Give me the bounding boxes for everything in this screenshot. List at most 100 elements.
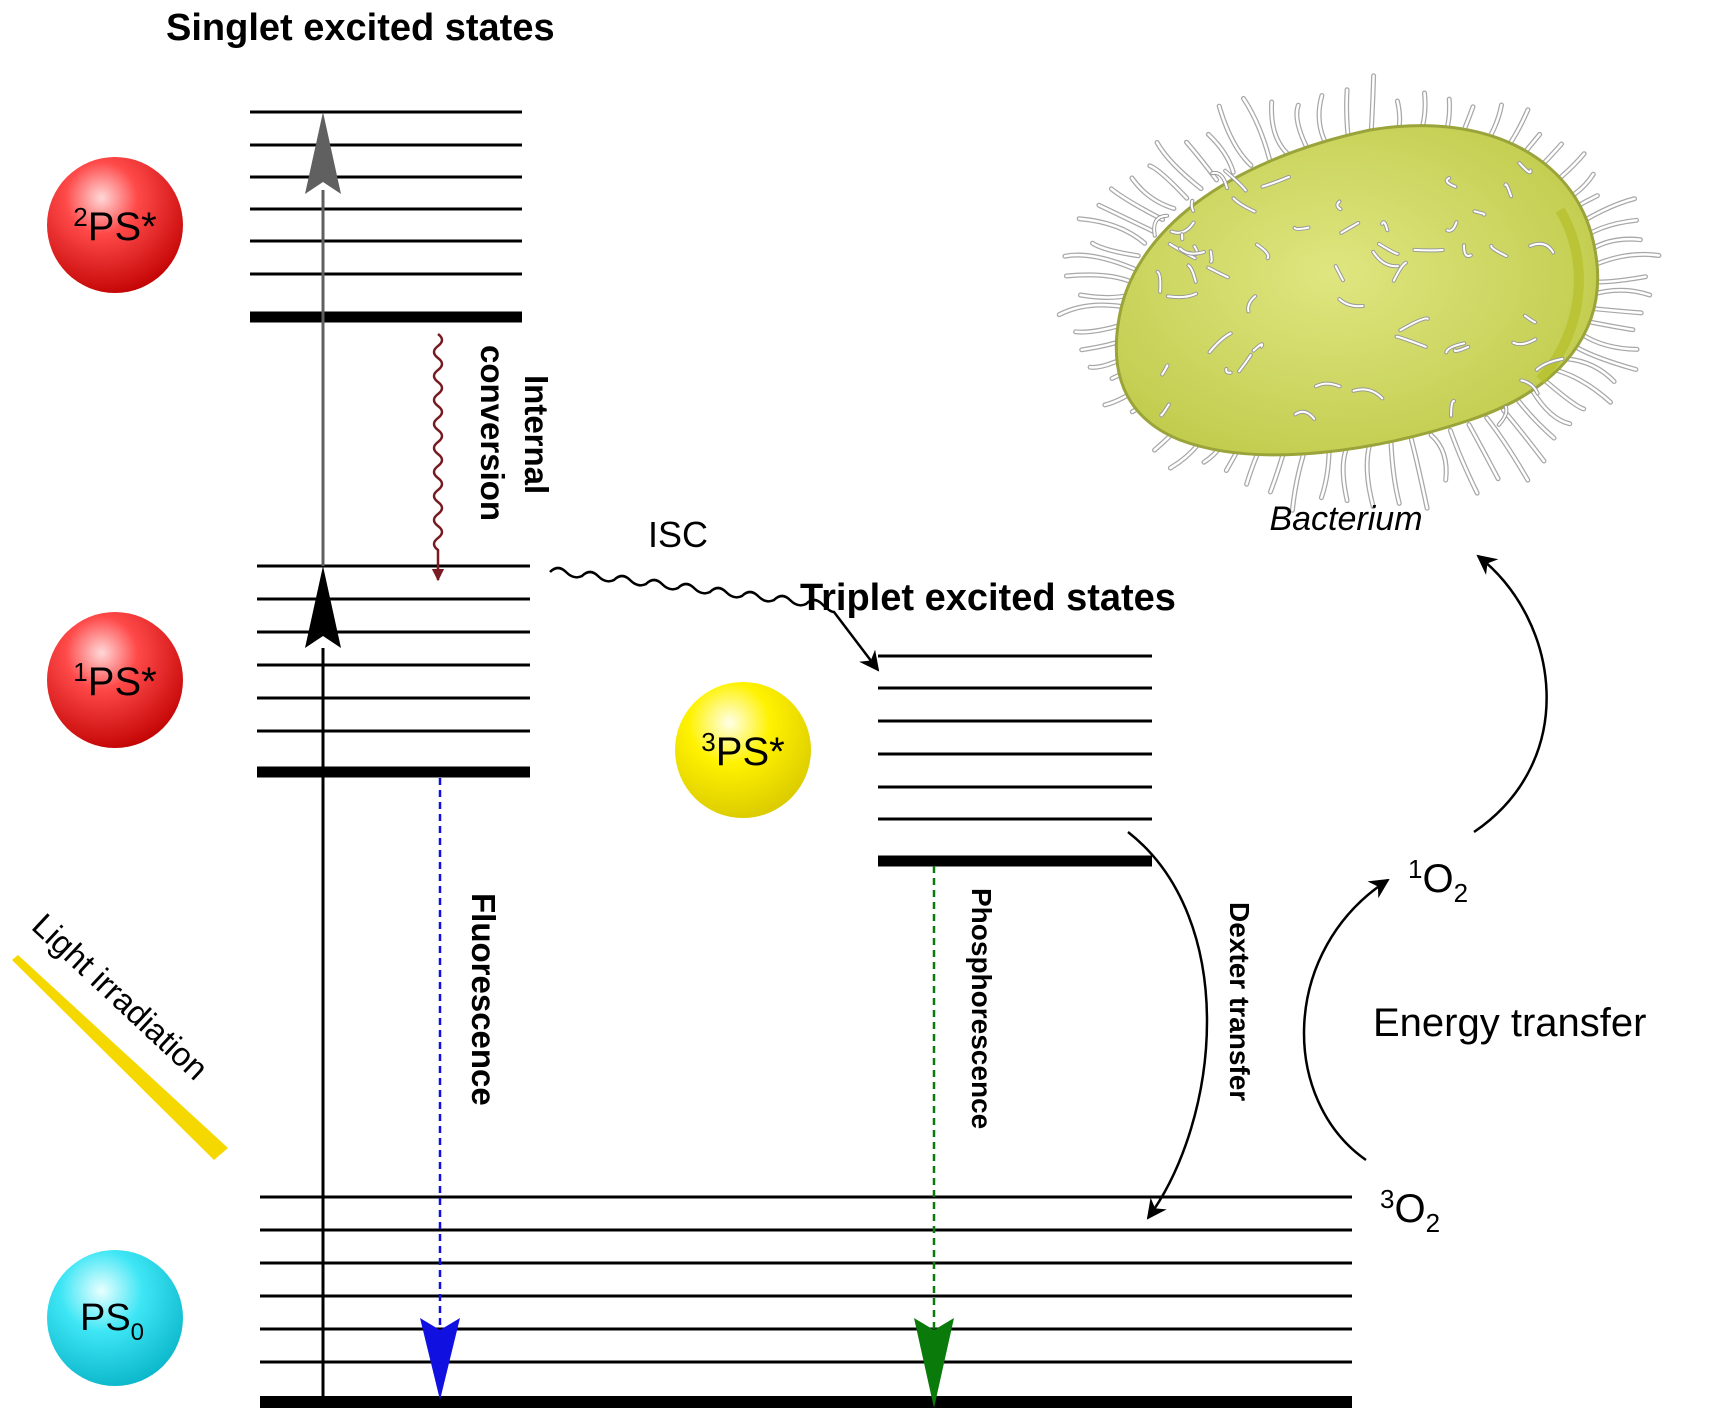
s1-sphere: 1PS* bbox=[47, 612, 183, 748]
energy-transfer-label: Energy transfer bbox=[1373, 1001, 1646, 1045]
surface-hair bbox=[1524, 314, 1536, 324]
surface-hair bbox=[1207, 266, 1229, 279]
flagellum bbox=[1077, 217, 1146, 245]
surface-hair bbox=[1518, 162, 1532, 174]
t1-levels bbox=[878, 654, 1152, 867]
surface-hair bbox=[1294, 410, 1316, 420]
excitation-arrow bbox=[305, 112, 341, 1402]
surface-hair bbox=[1372, 250, 1399, 268]
surface-hair bbox=[1399, 317, 1429, 332]
surface-hair bbox=[1512, 338, 1537, 346]
flagellum bbox=[1065, 273, 1133, 284]
surface-hair bbox=[1225, 368, 1232, 374]
surface-hair bbox=[1445, 342, 1466, 354]
surface-hair bbox=[1261, 175, 1290, 188]
flagellum bbox=[1270, 100, 1291, 157]
surface-hair bbox=[1504, 183, 1513, 198]
surface-hair bbox=[1247, 295, 1257, 313]
energy-transfer-arrow bbox=[1302, 878, 1390, 1162]
surface-hair bbox=[1463, 244, 1472, 257]
surface-hair bbox=[1497, 406, 1508, 426]
flagellum bbox=[1574, 345, 1638, 371]
flagellum bbox=[1063, 253, 1135, 270]
surface-hair bbox=[1161, 364, 1169, 376]
surface-hair bbox=[1209, 250, 1213, 263]
triplet-oxygen-label: 3O2 bbox=[1380, 1184, 1440, 1238]
surface-hair bbox=[1224, 169, 1247, 192]
surface-hair bbox=[1340, 222, 1360, 234]
surface-hair bbox=[1378, 242, 1399, 255]
s2-sphere: 2PS* bbox=[47, 157, 183, 293]
flagellum bbox=[1556, 369, 1612, 404]
surface-hair bbox=[1238, 354, 1252, 373]
bacterium-label: Bacterium bbox=[1269, 500, 1422, 538]
flagellum bbox=[1467, 423, 1500, 480]
singlet-title: Singlet excited states bbox=[166, 7, 555, 49]
flagellum bbox=[1409, 437, 1429, 510]
surface-hair bbox=[1336, 200, 1342, 211]
flagellum bbox=[1517, 400, 1556, 440]
s1-label: 1PS* bbox=[73, 657, 156, 704]
internal-conversion-label: Internal conversion bbox=[474, 345, 555, 521]
surface-hair bbox=[1232, 197, 1256, 213]
flagellum bbox=[1531, 390, 1572, 426]
s0-sphere: PS0 bbox=[47, 1250, 183, 1386]
surface-hair bbox=[1520, 379, 1539, 395]
surface-hair bbox=[1453, 345, 1470, 353]
flagellum bbox=[1544, 380, 1585, 411]
surface-hair bbox=[1381, 221, 1389, 232]
singlet-oxygen-label: 1O2 bbox=[1408, 854, 1468, 908]
flagellum bbox=[1565, 357, 1616, 383]
surface-hair bbox=[1473, 210, 1486, 216]
surface-hair bbox=[1179, 247, 1205, 255]
flagellum bbox=[1217, 104, 1253, 167]
s1-levels bbox=[257, 564, 530, 778]
isc-arrow bbox=[549, 566, 880, 672]
surface-hair bbox=[1529, 242, 1555, 254]
flagellum bbox=[1429, 433, 1448, 482]
flagellum bbox=[1580, 332, 1639, 351]
fluorescence-label: Fluorescence bbox=[465, 893, 502, 1106]
surface-hair bbox=[1211, 171, 1228, 189]
flagellum bbox=[1241, 96, 1273, 163]
surface-hair bbox=[1352, 388, 1384, 400]
surface-hair bbox=[1413, 248, 1444, 252]
surface-hair bbox=[1190, 199, 1195, 212]
flagellum bbox=[1585, 320, 1635, 331]
flagellum bbox=[1485, 416, 1530, 482]
s0-levels bbox=[260, 1195, 1352, 1408]
bacterium bbox=[1056, 73, 1662, 513]
bacterium-surface-hairs bbox=[1152, 161, 1565, 427]
s2-label: 2PS* bbox=[73, 202, 156, 249]
surface-hair bbox=[1166, 292, 1198, 299]
surface-hair bbox=[1256, 243, 1270, 260]
surface-hair bbox=[1392, 261, 1407, 282]
phosphorescence-arrow bbox=[914, 866, 954, 1408]
dexter-label: Dexter transfer bbox=[1224, 902, 1255, 1101]
internal-conversion-line2: conversion bbox=[474, 345, 511, 521]
flagellum bbox=[1110, 187, 1164, 221]
flagellum bbox=[1185, 140, 1218, 182]
surface-hair bbox=[1252, 343, 1264, 352]
surface-hair bbox=[1153, 214, 1169, 237]
isc-label: ISC bbox=[648, 514, 708, 555]
phosphorescence-label: Phosphorescence bbox=[966, 888, 997, 1129]
s0-label: PS0 bbox=[80, 1297, 144, 1346]
surface-hair bbox=[1187, 264, 1197, 283]
internal-conversion-line1: Internal bbox=[518, 375, 555, 494]
flagellum bbox=[1389, 439, 1401, 505]
flagellum bbox=[1207, 133, 1235, 174]
flagellum bbox=[1130, 176, 1176, 210]
flagellum bbox=[1148, 164, 1189, 200]
surface-hair bbox=[1293, 226, 1310, 231]
surface-hair bbox=[1490, 244, 1508, 258]
flagellum bbox=[1242, 97, 1271, 161]
surface-hair bbox=[1334, 265, 1344, 282]
light-beam bbox=[12, 955, 228, 1160]
triplet-title: Triplet excited states bbox=[800, 577, 1176, 619]
surface-hair bbox=[1160, 403, 1170, 417]
flagellum bbox=[1097, 203, 1155, 233]
dexter-arrow bbox=[1127, 831, 1209, 1220]
flagellum bbox=[1449, 429, 1479, 495]
